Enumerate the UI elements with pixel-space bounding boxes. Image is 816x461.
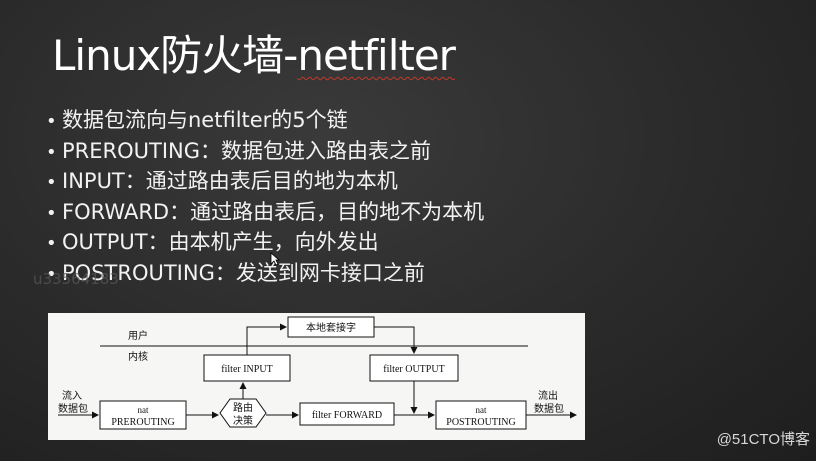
slide-title: Linux防火墙-netfilter (52, 31, 456, 80)
bullet-item: •PREROUTING：数据包进入路由表之前 (46, 138, 432, 163)
brand-watermark: @51CTO博客 (716, 431, 810, 448)
svg-text:filter OUTPUT: filter OUTPUT (383, 364, 444, 375)
bullet-item: •数据包流向与netfilter的5个链 (46, 108, 348, 132)
watermark-text: u33564183 (33, 270, 119, 288)
svg-text:路由: 路由 (233, 401, 253, 414)
bullet-item: •OUTPUT：由本机产生，向外发出 (46, 230, 379, 254)
svg-text:nat: nat (476, 405, 487, 415)
bullet-list: •数据包流向与netfilter的5个链 •PREROUTING：数据包进入路由… (46, 106, 484, 289)
svg-text:PREROUTING: PREROUTING (111, 417, 174, 428)
nat-prerouting-box: nat PREROUTING (99, 400, 187, 430)
outbound-label-1: 流出 (538, 389, 558, 402)
netfilter-flow-diagram: 用户 内核 本地套接字 filter INPUT filter OUTPUT n… (48, 313, 585, 440)
svg-text:filter INPUT: filter INPUT (221, 364, 272, 375)
inbound-label-1: 流入 (62, 389, 82, 402)
svg-text:决策: 决策 (233, 414, 253, 427)
svg-text:nat: nat (138, 405, 149, 415)
local-socket-box: 本地套接字 (287, 316, 375, 338)
bullet-item: •POSTROUTING：发送到网卡接口之前 (46, 260, 425, 285)
filter-forward-box: filter FORWARD (299, 402, 395, 426)
svg-text:本地套接字: 本地套接字 (306, 321, 356, 334)
inbound-label-2: 数据包 (58, 402, 88, 415)
routing-decision-hexagon: 路由 决策 (219, 398, 267, 428)
title-netfilter: netfilter (297, 31, 456, 80)
bullet-item: •FORWARD：通过路由表后，目的地不为本机 (46, 199, 485, 224)
kernel-label: 内核 (128, 350, 148, 363)
svg-text:filter FORWARD: filter FORWARD (312, 410, 382, 421)
user-label: 用户 (128, 329, 148, 342)
filter-output-box: filter OUTPUT (369, 354, 459, 382)
nat-postrouting-box: nat POSTROUTING (435, 400, 527, 430)
outbound-label-2: 数据包 (534, 402, 564, 415)
svg-text:POSTROUTING: POSTROUTING (446, 417, 515, 428)
filter-input-box: filter INPUT (203, 354, 291, 382)
bullet-item: •INPUT：通过路由表后目的地为本机 (46, 169, 398, 193)
mouse-cursor-icon (270, 252, 280, 266)
